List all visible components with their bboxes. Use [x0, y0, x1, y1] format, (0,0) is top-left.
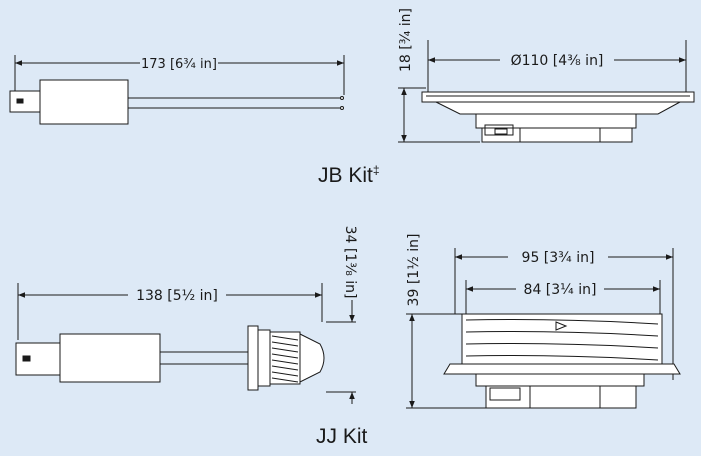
jj-nut	[257, 329, 271, 387]
jb-housing	[475, 113, 637, 129]
jj-fixture-drawing	[406, 248, 681, 409]
jj-nut-diameter-label: 34 [1⅜ in]	[342, 226, 358, 299]
jj-connector-body	[59, 333, 161, 383]
jj-housing	[475, 373, 645, 387]
jj-dome-lens	[299, 333, 325, 383]
jb-kit-title: JB Kit‡	[318, 163, 380, 188]
jb-usb-plug	[9, 90, 41, 113]
jb-diameter-label: Ø110 [4⅜ in]	[511, 53, 604, 69]
jj-flange	[443, 363, 681, 375]
jb-cable-dimension: 173 [6¾ in]	[15, 57, 344, 72]
jj-cable-length-label: 138 [5½ in]	[136, 288, 218, 304]
jj-outer-width-dimension: 95 [3¾ in]	[455, 250, 673, 266]
jb-fixture-drawing	[398, 40, 695, 143]
jj-height-dimension: 39 [1½ in]	[406, 234, 422, 408]
jj-usb-port-icon	[22, 355, 31, 362]
jj-height-label: 39 [1½ in]	[406, 234, 422, 307]
jj-outer-width-label: 95 [3¾ in]	[522, 250, 595, 266]
jb-flange	[421, 91, 695, 103]
jb-body-taper	[435, 101, 681, 115]
jj-base	[485, 385, 637, 409]
jb-kit-title-mark: ‡	[372, 163, 380, 177]
jj-nut-flange	[247, 325, 259, 391]
jj-kit-title: JJ Kit	[316, 425, 368, 448]
jb-diameter-dimension: Ø110 [4⅜ in]	[428, 53, 686, 69]
jj-nut-dimension: 34 [1⅜ in]	[342, 226, 358, 404]
jb-connector-body	[39, 79, 129, 125]
jb-height-dimension: 18 [¾ in]	[398, 8, 414, 142]
jj-inner-width-label: 84 [3¼ in]	[524, 282, 597, 298]
jb-usb-port-icon	[16, 98, 24, 104]
jb-cable-length-label: 173 [6¾ in]	[141, 57, 217, 72]
jj-inner-width-dimension: 84 [3¼ in]	[466, 282, 660, 298]
jb-connector-drawing	[9, 55, 345, 125]
jb-kit-title-text: JB Kit	[318, 164, 373, 187]
jb-height-label: 18 [¾ in]	[398, 8, 414, 72]
jj-cable-dimension: 138 [5½ in]	[18, 288, 322, 304]
